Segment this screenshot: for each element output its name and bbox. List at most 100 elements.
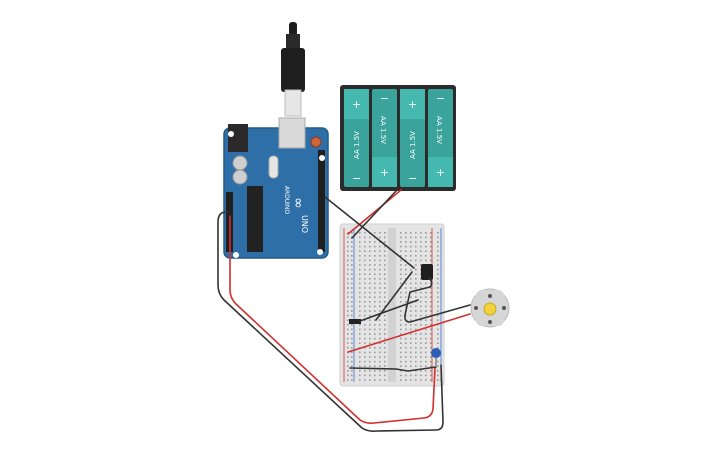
breadboard-hole[interactable] xyxy=(420,287,422,289)
breadboard-hole[interactable] xyxy=(405,268,407,271)
breadboard-hole[interactable] xyxy=(384,273,386,275)
breadboard-hole[interactable] xyxy=(379,241,381,243)
breadboard-hole[interactable] xyxy=(351,337,353,340)
breadboard-hole[interactable] xyxy=(425,333,427,335)
breadboard-hole[interactable] xyxy=(359,278,361,280)
breadboard-hole[interactable] xyxy=(384,360,386,363)
breadboard-hole[interactable] xyxy=(369,370,371,372)
breadboard-hole[interactable] xyxy=(351,310,353,312)
breadboard-hole[interactable] xyxy=(359,360,361,363)
breadboard-hole[interactable] xyxy=(369,241,371,243)
breadboard-hole[interactable] xyxy=(379,273,381,275)
breadboard-hole[interactable] xyxy=(420,342,422,344)
breadboard-hole[interactable] xyxy=(347,232,349,234)
breadboard-hole[interactable] xyxy=(359,365,361,367)
breadboard-hole[interactable] xyxy=(359,356,361,358)
breadboard-hole[interactable] xyxy=(437,232,439,234)
breadboard-hole[interactable] xyxy=(437,264,439,266)
reset-button[interactable] xyxy=(310,136,322,148)
breadboard-hole[interactable] xyxy=(430,374,432,377)
breadboard-hole[interactable] xyxy=(430,319,432,321)
breadboard-hole[interactable] xyxy=(415,365,417,367)
breadboard-hole[interactable] xyxy=(420,250,422,252)
breadboard-hole[interactable] xyxy=(374,259,376,262)
breadboard-hole[interactable] xyxy=(359,236,361,239)
breadboard-hole[interactable] xyxy=(351,241,353,243)
breadboard-hole[interactable] xyxy=(369,250,371,252)
breadboard-hole[interactable] xyxy=(400,301,402,303)
breadboard-hole[interactable] xyxy=(351,351,353,354)
breadboard-hole[interactable] xyxy=(437,370,439,372)
breadboard-hole[interactable] xyxy=(347,273,349,275)
breadboard-hole[interactable] xyxy=(359,328,361,331)
breadboard-hole[interactable] xyxy=(374,319,376,321)
breadboard-hole[interactable] xyxy=(400,374,402,377)
breadboard-hole[interactable] xyxy=(364,328,366,331)
breadboard-hole[interactable] xyxy=(430,328,432,331)
breadboard-hole[interactable] xyxy=(374,374,376,377)
breadboard-hole[interactable] xyxy=(425,314,427,317)
breadboard-hole[interactable] xyxy=(425,236,427,239)
breadboard-hole[interactable] xyxy=(374,278,376,280)
breadboard-hole[interactable] xyxy=(384,255,386,257)
breadboard-hole[interactable] xyxy=(374,245,376,248)
breadboard-hole[interactable] xyxy=(364,379,366,381)
breadboard-hole[interactable] xyxy=(379,342,381,344)
breadboard-hole[interactable] xyxy=(364,310,366,312)
breadboard-hole[interactable] xyxy=(347,301,349,303)
breadboard-hole[interactable] xyxy=(410,360,412,363)
breadboard-hole[interactable] xyxy=(351,296,353,298)
breadboard-hole[interactable] xyxy=(437,310,439,312)
breadboard-hole[interactable] xyxy=(351,268,353,271)
breadboard-hole[interactable] xyxy=(369,360,371,363)
breadboard-hole[interactable] xyxy=(369,333,371,335)
breadboard-hole[interactable] xyxy=(351,342,353,344)
breadboard-hole[interactable] xyxy=(420,347,422,349)
breadboard-hole[interactable] xyxy=(415,356,417,358)
breadboard-hole[interactable] xyxy=(369,236,371,239)
breadboard-hole[interactable] xyxy=(400,278,402,280)
wire-red-battery-pos[interactable] xyxy=(347,189,402,235)
breadboard-hole[interactable] xyxy=(430,347,432,349)
breadboard-hole[interactable] xyxy=(384,236,386,239)
breadboard-hole[interactable] xyxy=(379,305,381,308)
breadboard-hole[interactable] xyxy=(425,245,427,248)
breadboard-hole[interactable] xyxy=(410,268,412,271)
breadboard-hole[interactable] xyxy=(384,347,386,349)
breadboard-hole[interactable] xyxy=(425,319,427,321)
breadboard-hole[interactable] xyxy=(430,296,432,298)
breadboard-hole[interactable] xyxy=(351,360,353,363)
breadboard-hole[interactable] xyxy=(359,370,361,372)
breadboard-hole[interactable] xyxy=(430,324,432,326)
breadboard-hole[interactable] xyxy=(384,351,386,354)
breadboard-hole[interactable] xyxy=(415,333,417,335)
breadboard-hole[interactable] xyxy=(420,356,422,358)
breadboard-hole[interactable] xyxy=(405,347,407,349)
breadboard-hole[interactable] xyxy=(351,282,353,285)
breadboard-hole[interactable] xyxy=(405,264,407,266)
breadboard-hole[interactable] xyxy=(410,351,412,354)
breadboard-hole[interactable] xyxy=(437,291,439,294)
breadboard-hole[interactable] xyxy=(415,374,417,377)
breadboard-hole[interactable] xyxy=(400,379,402,381)
breadboard-hole[interactable] xyxy=(379,236,381,239)
breadboard-hole[interactable] xyxy=(347,360,349,363)
breadboard-hole[interactable] xyxy=(405,287,407,289)
breadboard-hole[interactable] xyxy=(364,264,366,266)
breadboard-hole[interactable] xyxy=(347,328,349,331)
breadboard-hole[interactable] xyxy=(364,259,366,262)
breadboard-hole[interactable] xyxy=(400,333,402,335)
breadboard-hole[interactable] xyxy=(430,241,432,243)
breadboard-hole[interactable] xyxy=(425,347,427,349)
breadboard-hole[interactable] xyxy=(359,259,361,262)
breadboard-hole[interactable] xyxy=(405,282,407,285)
breadboard-hole[interactable] xyxy=(384,319,386,321)
breadboard-hole[interactable] xyxy=(374,287,376,289)
breadboard-hole[interactable] xyxy=(430,379,432,381)
breadboard-hole[interactable] xyxy=(364,356,366,358)
breadboard-hole[interactable] xyxy=(405,314,407,317)
breadboard-hole[interactable] xyxy=(400,245,402,248)
breadboard-hole[interactable] xyxy=(369,282,371,285)
breadboard-hole[interactable] xyxy=(415,268,417,271)
breadboard-hole[interactable] xyxy=(437,236,439,239)
